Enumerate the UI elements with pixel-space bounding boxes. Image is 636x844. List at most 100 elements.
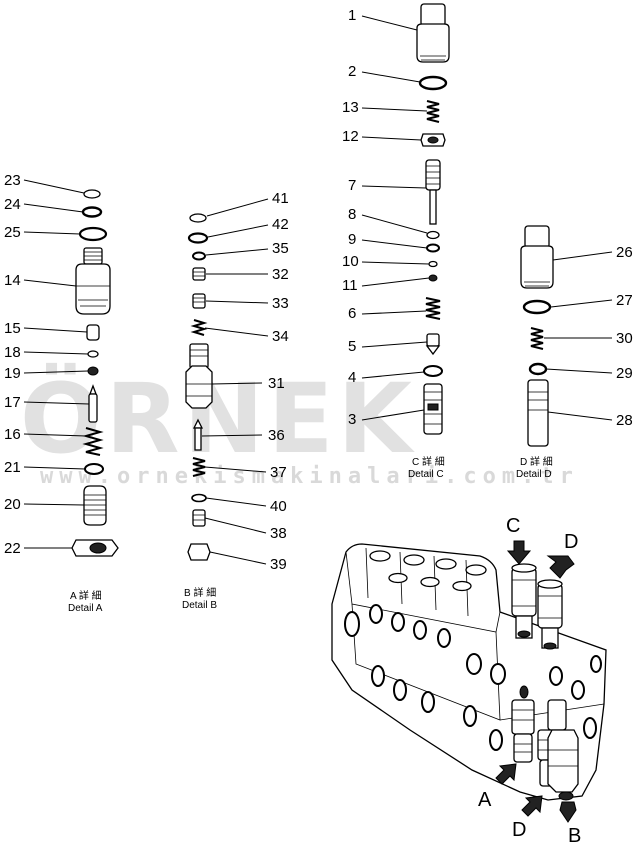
arrow-b xyxy=(559,801,577,823)
detail-d-leaders xyxy=(544,251,613,421)
part-38-plug xyxy=(192,509,206,527)
part-26-plug xyxy=(520,225,554,289)
callout-39: 39 xyxy=(270,556,287,573)
arrow-d-bottom xyxy=(521,795,543,817)
callout-30: 30 xyxy=(616,330,633,347)
assembly-letter-c: C xyxy=(506,515,520,537)
callout-36: 36 xyxy=(268,427,285,444)
callout-32: 32 xyxy=(272,266,289,283)
callout-40: 40 xyxy=(270,498,287,515)
part-32-plug xyxy=(192,267,206,281)
callout-34: 34 xyxy=(272,328,289,345)
part-7-spool xyxy=(425,159,441,225)
part-39-nut xyxy=(187,543,211,561)
valve-block-top-ports xyxy=(369,550,487,592)
arrow-d-top xyxy=(546,555,575,579)
part-21-oring xyxy=(84,463,104,475)
part-33-sleeve xyxy=(192,293,206,309)
assembly-arrows xyxy=(495,540,577,823)
detail-c-label-en: Detail C xyxy=(408,469,444,480)
part-28-spool xyxy=(527,379,549,447)
part-23-oring xyxy=(83,189,101,199)
detail-c-leaders xyxy=(361,15,430,421)
callout-9: 9 xyxy=(348,231,356,248)
arrow-c xyxy=(506,540,532,565)
part-13-spring xyxy=(426,100,440,123)
callout-10: 10 xyxy=(342,253,359,270)
callout-37: 37 xyxy=(270,464,287,481)
part-27-oring xyxy=(522,299,552,315)
callout-28: 28 xyxy=(616,412,633,429)
detail-a-group: 23 24 25 14 15 18 19 17 16 21 20 22 A 詳 … xyxy=(4,172,119,614)
detail-d-group: 26 27 30 29 28 D 詳 細 Detail D xyxy=(516,225,633,480)
part-31-body xyxy=(185,343,213,409)
part-15-piston xyxy=(86,324,100,341)
callout-24: 24 xyxy=(4,196,21,213)
callout-23: 23 xyxy=(4,172,21,189)
callout-21: 21 xyxy=(4,459,21,476)
assembly-plug-d-top xyxy=(537,579,563,650)
part-16-spring xyxy=(82,427,104,456)
part-24-ring xyxy=(81,206,103,218)
part-20-cap xyxy=(83,485,107,526)
detail-b-label-en: Detail B xyxy=(182,600,217,611)
detail-a-leaders xyxy=(23,179,90,549)
callout-41: 41 xyxy=(272,190,289,207)
callout-8: 8 xyxy=(348,206,356,223)
part-5-poppet xyxy=(425,333,441,356)
callout-17: 17 xyxy=(4,394,21,411)
callout-18: 18 xyxy=(4,344,21,361)
part-29-ring xyxy=(528,362,548,376)
detail-b-label-jp: B 詳 細 xyxy=(184,586,216,599)
part-41-oring xyxy=(189,213,207,223)
detail-c-label-jp: C 詳 細 xyxy=(412,455,445,468)
detail-d-label-jp: D 詳 細 xyxy=(520,455,553,468)
detail-a-label-jp: A 詳 細 xyxy=(70,589,102,602)
assembly-small-fitting xyxy=(519,685,529,699)
callout-31: 31 xyxy=(268,375,285,392)
callout-13: 13 xyxy=(342,99,359,116)
callout-35: 35 xyxy=(272,240,289,257)
part-9-ring xyxy=(426,243,440,253)
callout-20: 20 xyxy=(4,496,21,513)
part-19-ball xyxy=(87,366,99,376)
assembly-letter-d-top: D xyxy=(564,531,578,553)
callout-12: 12 xyxy=(342,128,359,145)
assembly-letter-a: A xyxy=(478,789,492,811)
part-18-ring xyxy=(87,350,99,358)
detail-d-label-en: Detail D xyxy=(516,469,552,480)
callout-2: 2 xyxy=(348,63,356,80)
detail-b-group: 41 42 35 32 33 34 31 36 37 40 38 39 B 詳 … xyxy=(182,190,289,611)
callout-7: 7 xyxy=(348,177,356,194)
callout-22: 22 xyxy=(4,540,21,557)
callout-38: 38 xyxy=(270,525,287,542)
callout-5: 5 xyxy=(348,338,356,355)
callout-3: 3 xyxy=(348,411,356,428)
part-42-ring xyxy=(187,232,209,244)
part-3-sleeve xyxy=(423,383,443,435)
callout-33: 33 xyxy=(272,295,289,312)
detail-b-leaders xyxy=(201,198,269,565)
part-1-plug xyxy=(416,3,450,63)
callout-4: 4 xyxy=(348,369,356,386)
callout-26: 26 xyxy=(616,244,633,261)
assembly-letter-d-bottom: D xyxy=(512,819,526,841)
assembly-valve-a xyxy=(511,699,535,763)
part-14-plug xyxy=(75,247,111,315)
valve-assembly: C D A D B xyxy=(331,515,607,844)
part-35-ring xyxy=(192,251,206,261)
arrow-a xyxy=(495,763,517,785)
assembly-plug-c xyxy=(511,563,537,639)
part-2-oring xyxy=(418,75,448,91)
callout-15: 15 xyxy=(4,320,21,337)
part-40-ring xyxy=(191,493,207,503)
callout-1: 1 xyxy=(348,7,356,24)
watermark-url: www.ornekismakinalari.com.tr xyxy=(40,464,579,489)
part-6-spring xyxy=(425,297,441,320)
callout-11: 11 xyxy=(342,277,358,294)
callout-42: 42 xyxy=(272,216,289,233)
part-34-spring xyxy=(190,319,208,336)
callout-25: 25 xyxy=(4,224,21,241)
detail-a-label-en: Detail A xyxy=(68,603,103,614)
